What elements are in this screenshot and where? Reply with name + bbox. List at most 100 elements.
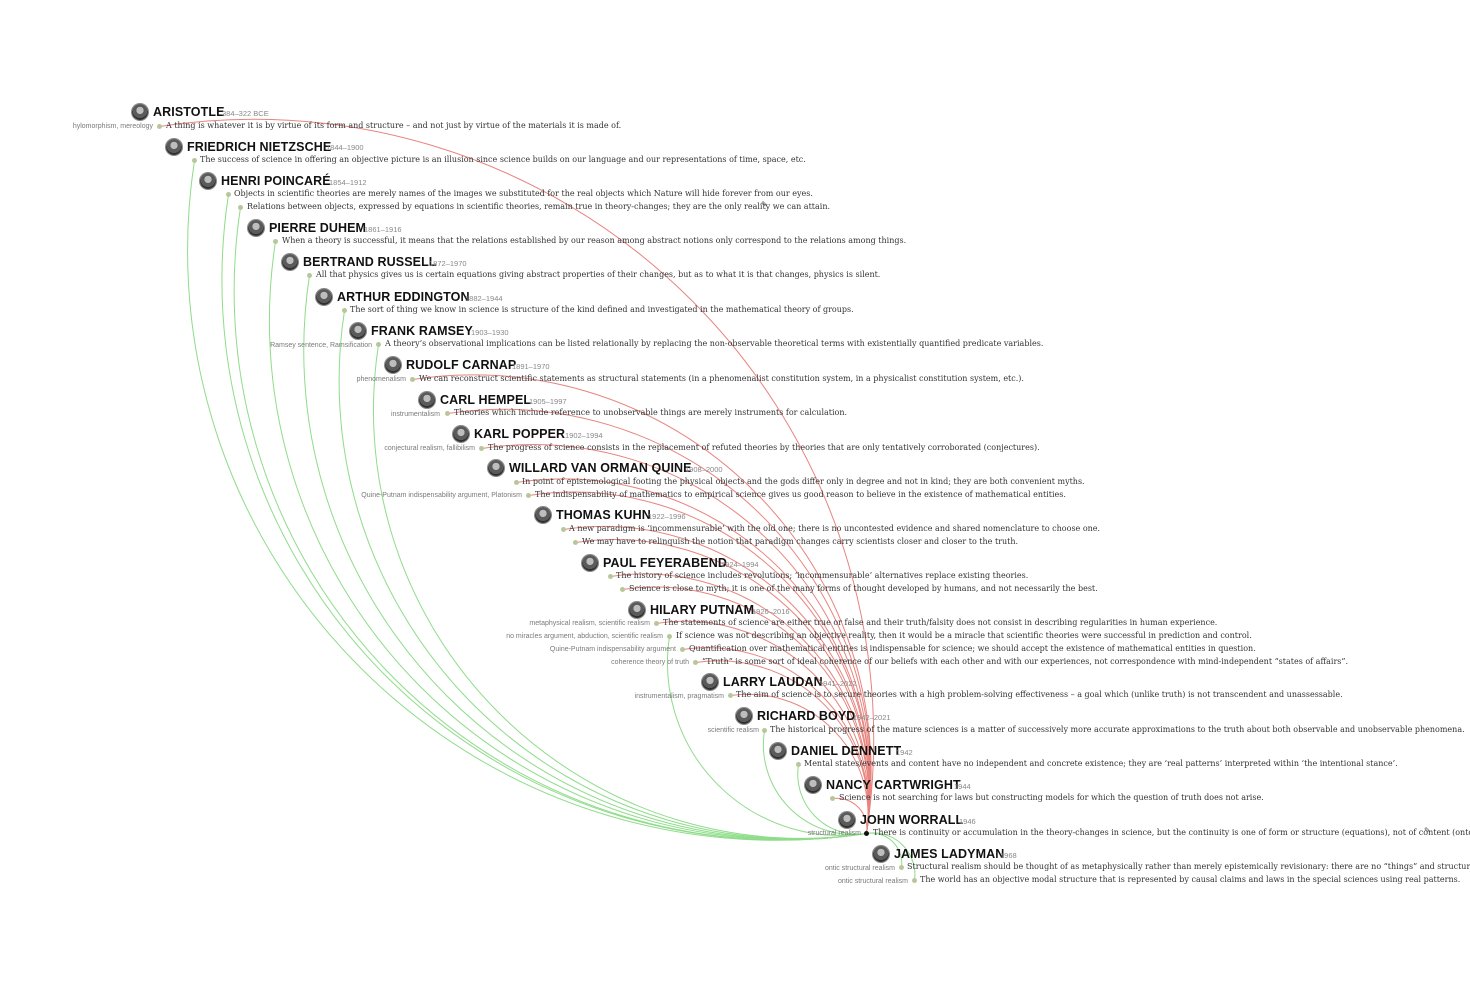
philosopher-name[interactable]: ARTHUR EDDINGTON: [337, 290, 470, 304]
philosopher-name[interactable]: HENRI POINCARÉ: [221, 174, 331, 188]
philosopher-name[interactable]: KARL POPPER: [474, 427, 566, 441]
avatar-ramsey[interactable]: [350, 323, 366, 339]
quote-text[interactable]: The history of science includes revoluti…: [616, 571, 1029, 580]
quote-dot[interactable]: [680, 647, 685, 652]
quote-text[interactable]: A new paradigm is ‘incommensurable’ with…: [569, 524, 1101, 533]
philosopher-name[interactable]: NANCY CARTWRIGHT: [826, 778, 961, 792]
avatar-laudan[interactable]: [702, 674, 718, 690]
quote-tag[interactable]: scientific realism: [707, 727, 759, 734]
avatar-quine[interactable]: [488, 460, 504, 476]
quote-dot[interactable]: [514, 480, 519, 485]
quote-dot[interactable]: [157, 124, 162, 129]
avatar-carnap[interactable]: [385, 357, 401, 373]
quote-tag[interactable]: phenomenalism: [356, 376, 406, 383]
quote-dot[interactable]: [376, 342, 381, 347]
quote-text[interactable]: The historical progress of the mature sc…: [770, 725, 1465, 734]
philosopher-name[interactable]: FRANK RAMSEY: [371, 324, 473, 338]
quote-text[interactable]: Science is close to myth; it is one of t…: [629, 584, 1098, 593]
philosopher-name[interactable]: BERTRAND RUSSELL: [303, 255, 437, 269]
quote-dot[interactable]: [226, 192, 231, 197]
quote-text[interactable]: Mental states/events and content have no…: [804, 759, 1398, 768]
quote-dot[interactable]: [526, 493, 531, 498]
avatar-nietzsche[interactable]: [166, 139, 182, 155]
quote-text[interactable]: The aim of science is to secure theories…: [736, 690, 1343, 699]
quote-tag[interactable]: conjectural realism, fallibilism: [384, 445, 475, 452]
philosopher-name[interactable]: ARISTOTLE: [153, 105, 225, 119]
quote-tag[interactable]: structural realism: [807, 830, 861, 837]
quote-text[interactable]: A thing is whatever it is by virtue of i…: [166, 121, 622, 130]
quote-text[interactable]: Structural realism should be thought of …: [907, 862, 1470, 871]
quote-text[interactable]: All that physics gives us is certain equ…: [316, 270, 881, 279]
philosopher-name[interactable]: JOHN WORRALL: [860, 813, 964, 827]
avatar-dennett[interactable]: [770, 743, 786, 759]
quote-text[interactable]: Relations between objects, expressed by …: [247, 202, 831, 211]
quote-tag[interactable]: Ramsey sentence, Ramsification: [270, 342, 372, 349]
quote-tag[interactable]: no miracles argument, abduction, scienti…: [506, 633, 663, 640]
quote-text[interactable]: When a theory is successful, it means th…: [282, 236, 907, 245]
philosopher-name[interactable]: WILLARD VAN ORMAN QUINE: [509, 461, 692, 475]
quote-dot[interactable]: [654, 621, 659, 626]
quote-text[interactable]: “Truth” is some sort of ideal coherence …: [702, 657, 1349, 666]
avatar-aristotle[interactable]: [132, 104, 148, 120]
quote-tag[interactable]: hylomorphism, mereology: [72, 123, 153, 130]
philosopher-name[interactable]: THOMAS KUHN: [556, 508, 651, 522]
quote-dot[interactable]: [307, 273, 312, 278]
philosopher-name[interactable]: DANIEL DENNETT: [791, 744, 902, 758]
philosopher-name[interactable]: PIERRE DUHEM: [269, 221, 367, 235]
quote-text[interactable]: If science was not describing an objecti…: [676, 631, 1252, 640]
quote-tag[interactable]: ontic structural realism: [837, 878, 908, 885]
avatar-boyd[interactable]: [736, 708, 752, 724]
quote-text[interactable]: Theories which include reference to unob…: [454, 408, 848, 417]
quote-tag[interactable]: Quine-Putnam indispensability argument: [549, 646, 676, 653]
quote-text[interactable]: In point of epistemological footing the …: [522, 477, 1085, 486]
quote-dot[interactable]: [830, 796, 835, 801]
quote-text[interactable]: The sort of thing we know in science is …: [350, 305, 854, 314]
quote-tag[interactable]: Quine-Putnam indispensability argument, …: [361, 492, 522, 499]
note-icon[interactable]: ✎: [1424, 826, 1431, 835]
quote-text[interactable]: The success of science in offering an ob…: [200, 155, 806, 164]
avatar-duhem[interactable]: [248, 220, 264, 236]
quote-dot[interactable]: [912, 878, 917, 883]
philosopher-name[interactable]: FRIEDRICH NIETZSCHE: [187, 140, 332, 154]
avatar-worrall[interactable]: [839, 812, 855, 828]
philosopher-name[interactable]: RUDOLF CARNAP: [406, 358, 517, 372]
quote-dot[interactable]: [238, 205, 243, 210]
quote-text[interactable]: We can reconstruct scientific statements…: [419, 374, 1024, 383]
quote-text[interactable]: Science is not searching for laws but co…: [839, 793, 1264, 802]
avatar-feyerabend[interactable]: [582, 555, 598, 571]
avatar-cartwright[interactable]: [805, 777, 821, 793]
quote-text[interactable]: There is continuity or accumulation in t…: [873, 828, 1470, 837]
philosopher-name[interactable]: CARL HEMPEL: [440, 393, 532, 407]
quote-dot[interactable]: [728, 693, 733, 698]
quote-dot[interactable]: [192, 158, 197, 163]
philosopher-name[interactable]: HILARY PUTNAM: [650, 603, 755, 617]
quote-text[interactable]: Objects in scientific theories are merel…: [234, 189, 813, 198]
note-icon[interactable]: ✎: [761, 200, 768, 209]
quote-tag[interactable]: instrumentalism, pragmatism: [634, 693, 724, 700]
quote-text[interactable]: The indispensability of mathematics to e…: [535, 490, 1066, 499]
quote-tag[interactable]: ontic structural realism: [824, 865, 895, 872]
quote-dot[interactable]: [273, 239, 278, 244]
quote-dot[interactable]: [573, 540, 578, 545]
quote-dot[interactable]: [410, 377, 415, 382]
quote-text[interactable]: The world has an objective modal structu…: [920, 875, 1461, 884]
quote-text[interactable]: Quantification over mathematical entitie…: [689, 644, 1256, 653]
quote-tag[interactable]: instrumentalism: [390, 411, 440, 418]
quote-text[interactable]: The progress of science consists in the …: [488, 443, 1040, 452]
philosopher-name[interactable]: LARRY LAUDAN: [723, 675, 823, 689]
quote-dot[interactable]: [561, 527, 566, 532]
quote-dot[interactable]: [620, 587, 625, 592]
quote-tag[interactable]: coherence theory of truth: [611, 659, 689, 666]
quote-tag[interactable]: metaphysical realism, scientific realism: [529, 620, 650, 627]
philosopher-name[interactable]: PAUL FEYERABEND: [603, 556, 727, 570]
quote-dot[interactable]: [608, 574, 613, 579]
quote-text[interactable]: A theory’s observational implications ca…: [385, 339, 1044, 348]
quote-text[interactable]: The statements of science are either tru…: [663, 618, 1218, 627]
quote-text[interactable]: We may have to relinquish the notion tha…: [582, 537, 1019, 546]
focus-quote-dot[interactable]: [864, 831, 869, 836]
philosopher-name[interactable]: JAMES LADYMAN: [894, 847, 1005, 861]
quote-dot[interactable]: [899, 865, 904, 870]
quote-dot[interactable]: [796, 762, 801, 767]
avatar-russell[interactable]: [282, 254, 298, 270]
quote-dot[interactable]: [342, 308, 347, 313]
